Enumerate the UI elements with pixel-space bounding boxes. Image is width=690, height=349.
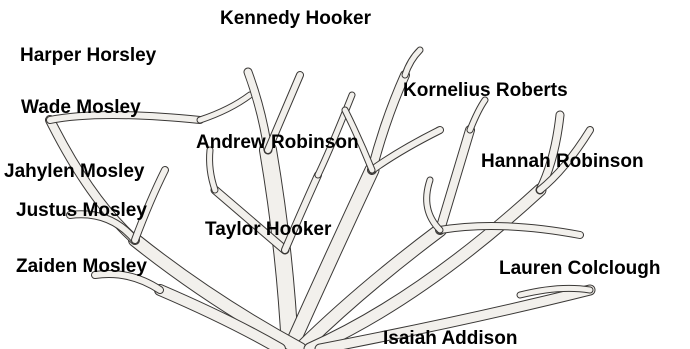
- name-justus-mosley: Justus Mosley: [16, 200, 147, 222]
- name-andrew-robinson: Andrew Robinson: [196, 132, 359, 154]
- name-taylor-hooker: Taylor Hooker: [205, 219, 331, 241]
- name-kennedy-hooker: Kennedy Hooker: [220, 8, 371, 30]
- name-hannah-robinson: Hannah Robinson: [481, 151, 644, 173]
- name-lauren-colclough: Lauren Colclough: [499, 258, 661, 280]
- name-wade-mosley: Wade Mosley: [21, 97, 141, 119]
- name-kornelius-roberts: Kornelius Roberts: [403, 80, 568, 102]
- branch-twig-wade-end: [200, 95, 250, 120]
- name-zaiden-mosley: Zaiden Mosley: [16, 256, 147, 278]
- name-jahylen-mosley: Jahylen Mosley: [4, 161, 144, 183]
- name-isaiah-addison: Isaiah Addison: [383, 328, 517, 349]
- branch-limb-hannah: [440, 130, 470, 230]
- name-harper-horsley: Harper Horsley: [20, 45, 156, 67]
- branch-twig-hannah: [470, 100, 485, 130]
